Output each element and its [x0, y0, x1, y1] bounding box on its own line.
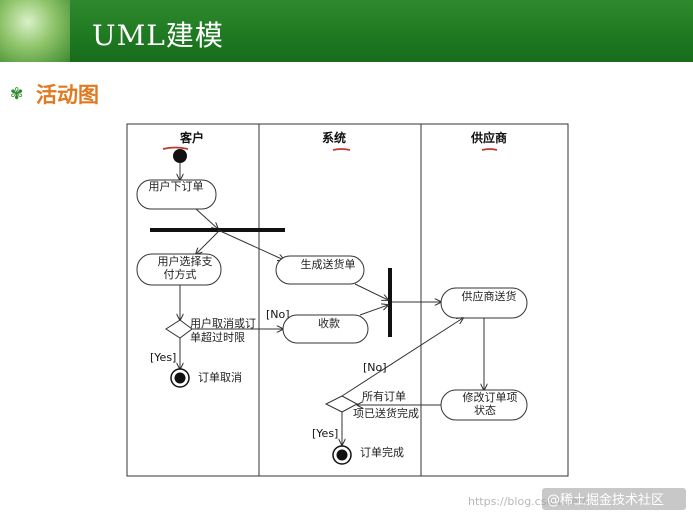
lane-underline-3 [481, 148, 498, 151]
guard-no-1: [No] [266, 308, 290, 321]
condition-all-label-2: 项已送货完成 [353, 406, 419, 420]
plant-logo-icon [0, 0, 70, 62]
watermark-badge [542, 488, 686, 510]
activity-receive-payment-label: 收款 [318, 316, 340, 330]
slide-title: UML建模 [92, 19, 224, 52]
section-title: 活动图 [36, 83, 99, 107]
lane-supplier-label: 供应商 [470, 130, 507, 145]
gear-bullet-icon: ✾ [10, 84, 24, 103]
guard-no-2: [No] [363, 361, 387, 374]
join-bar [388, 268, 392, 337]
lane-underline-1 [162, 146, 189, 150]
activity-modify-status-label-1: 修改订单项 [463, 390, 518, 404]
final-completed-label: 订单完成 [360, 445, 404, 459]
activity-choose-payment-label-1: 用户选择支 [158, 254, 213, 268]
activity-place-order-label: 用户下订单 [149, 179, 204, 193]
guard-yes-2: [Yes] [312, 427, 338, 440]
start-node [173, 149, 187, 163]
header-bar: UML建模 [0, 0, 693, 62]
watermark-brand: @稀土掘金技术社区 [547, 492, 664, 508]
activity-choose-payment [136, 253, 222, 286]
fork-bar [150, 228, 285, 232]
condition-all-label-1: 所有订单 [362, 389, 406, 403]
lane-system-label: 系统 [322, 130, 346, 145]
lane-customer-label: 客户 [179, 130, 204, 145]
guard-yes-1: [Yes] [150, 351, 176, 364]
lane-underline-2 [332, 148, 351, 151]
activity-generate-invoice [275, 255, 365, 285]
activity-choose-payment-label-2: 付方式 [164, 267, 197, 281]
activity-modify-status-label-2: 状态 [474, 403, 496, 417]
condition-cancel-label-2: 单超过时限 [190, 330, 245, 344]
activity-supplier-ship-label: 供应商送货 [462, 289, 517, 303]
activity-place-order [136, 179, 217, 210]
condition-cancel-label-1: 用户取消或订 [190, 316, 256, 330]
final-cancelled-label: 订单取消 [198, 370, 242, 384]
activity-receive-payment [282, 314, 369, 344]
activity-generate-invoice-label: 生成送货单 [301, 257, 356, 271]
